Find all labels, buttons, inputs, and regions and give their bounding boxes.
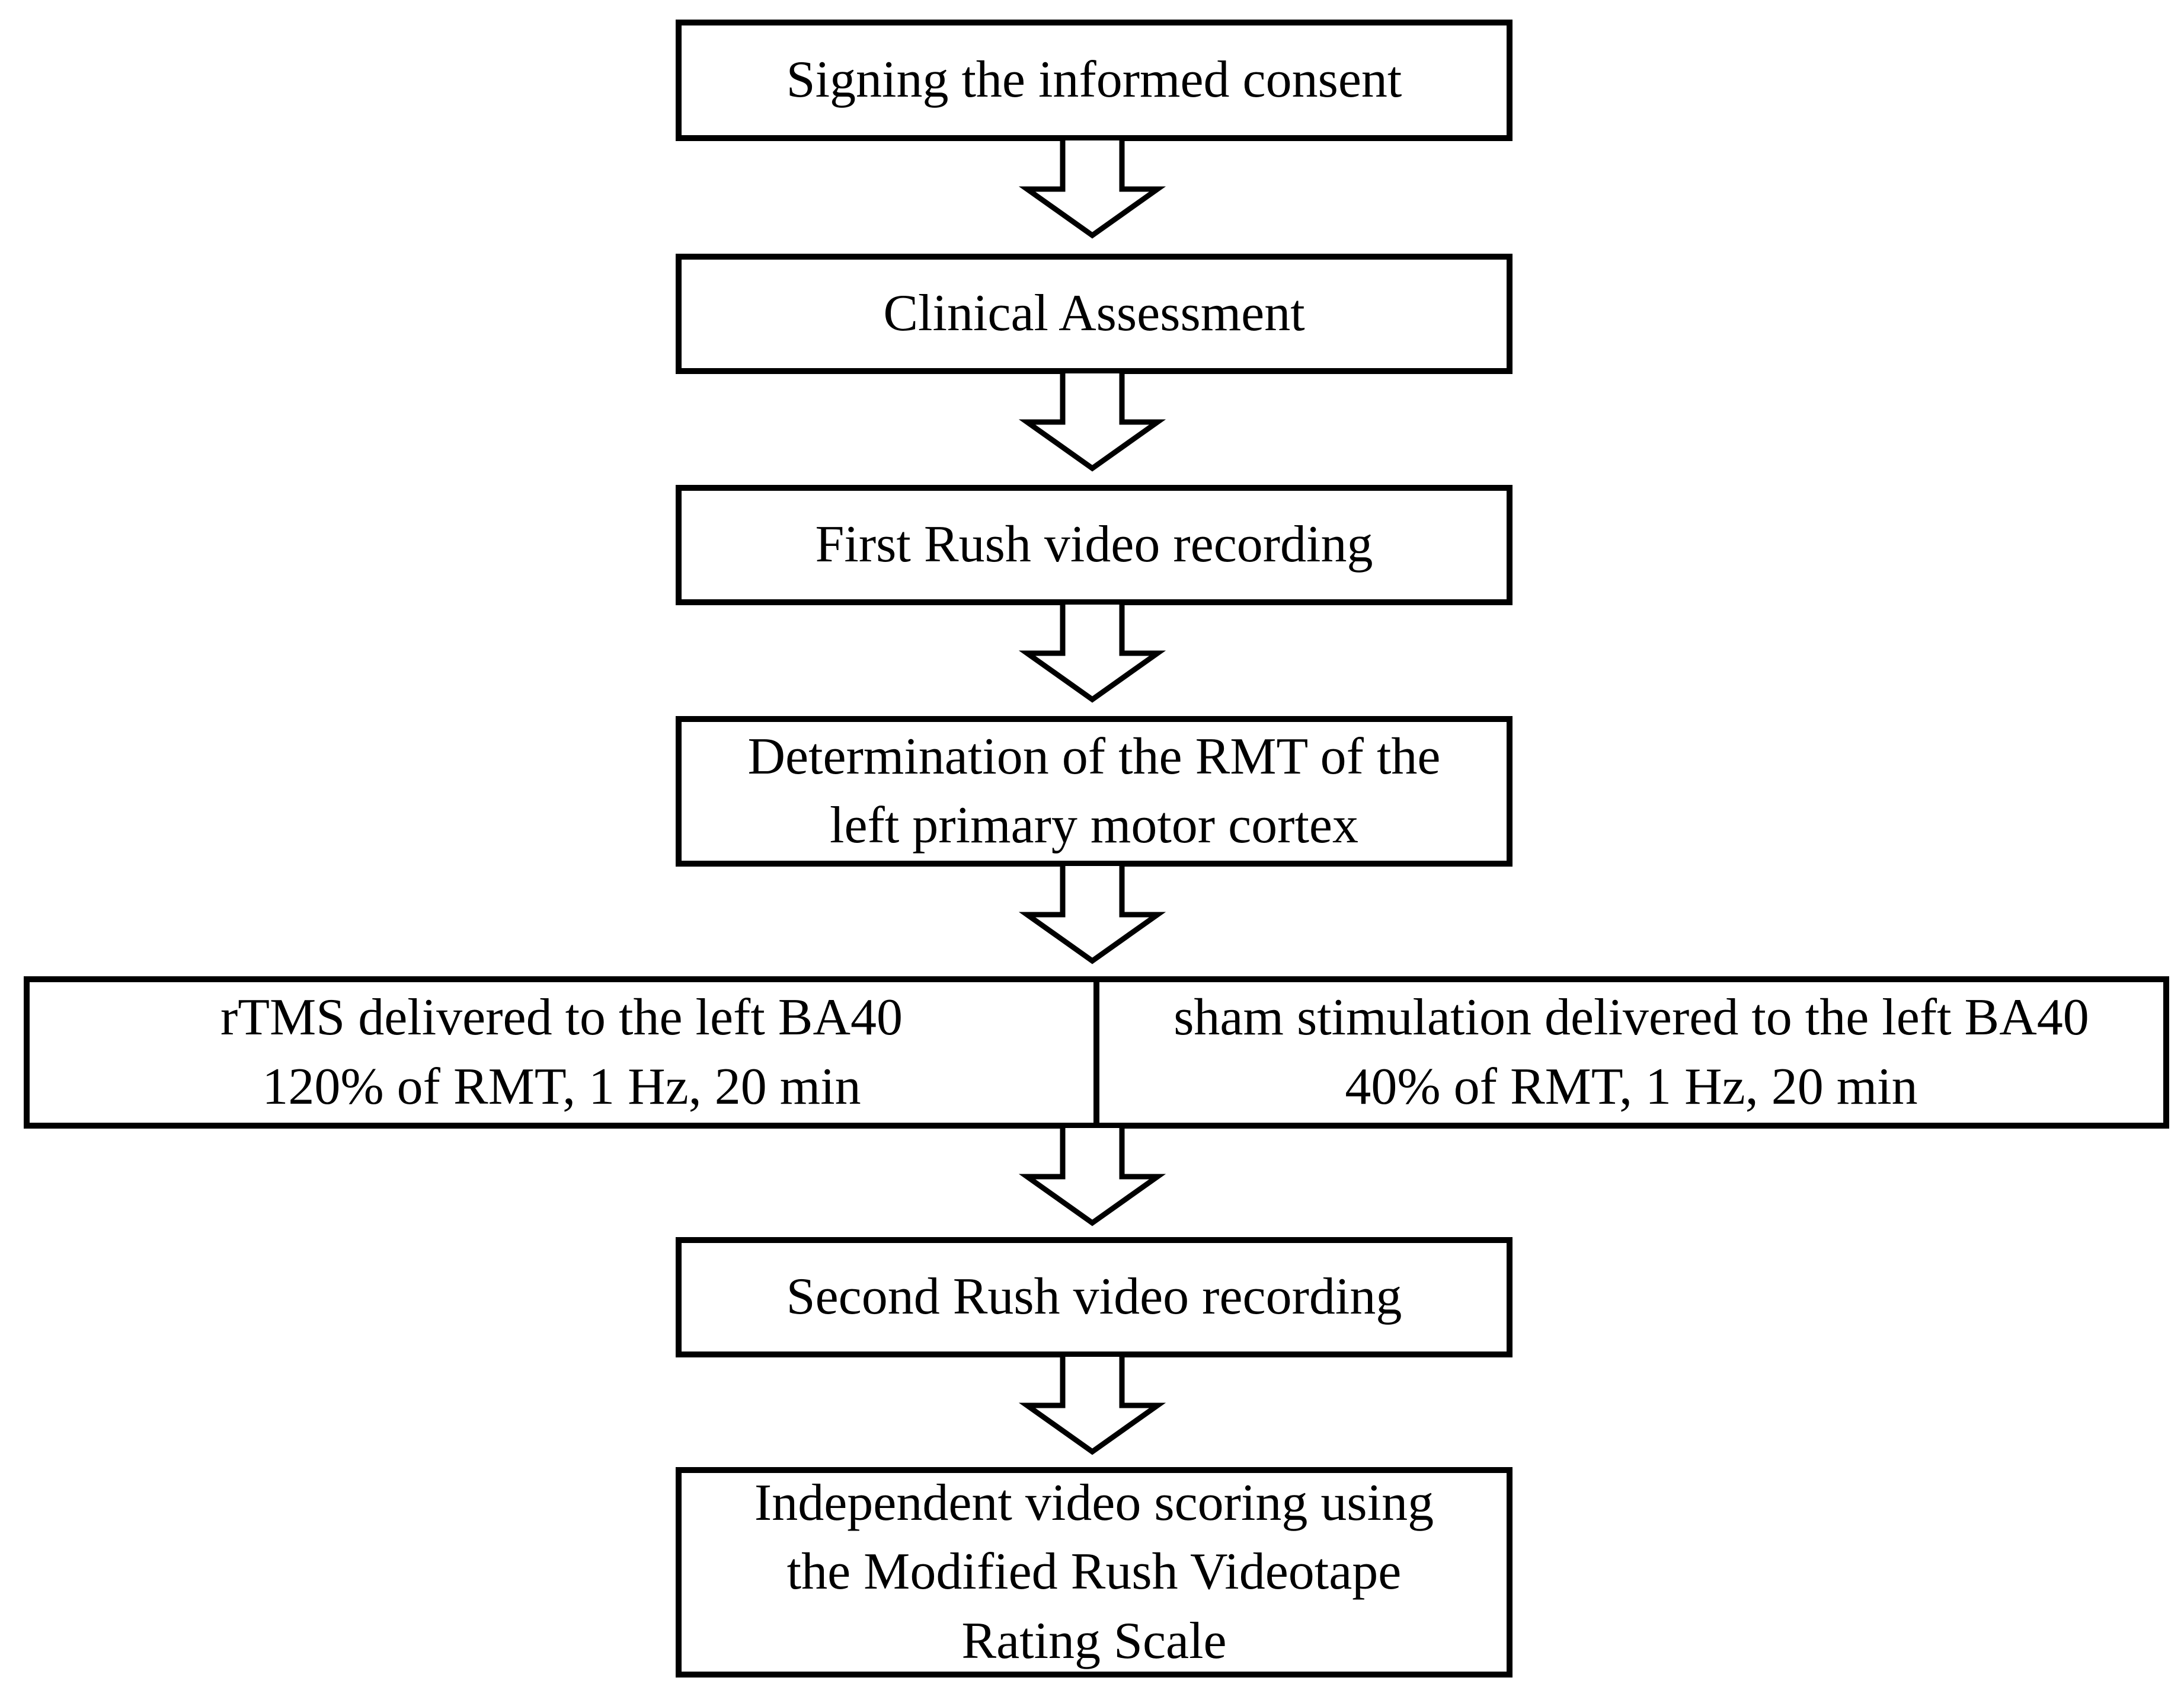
node-rtms-stimulation-line1: rTMS delivered to the left BA40 (220, 989, 903, 1047)
node-sham-stimulation-line1: sham stimulation delivered to the left B… (1173, 989, 2089, 1047)
down-arrow-icon (1018, 605, 1166, 703)
down-arrow-icon (1018, 1357, 1166, 1455)
down-arrow-icon (1018, 1128, 1166, 1226)
node-rmt-determination: Determination of the RMT of the left pri… (676, 716, 1513, 867)
down-arrow-icon (1018, 866, 1166, 964)
node-rmt-determination-line1: Determination of the RMT of the (747, 727, 1441, 785)
down-arrow-shape (1018, 1357, 1166, 1455)
node-independent-scoring-line2: the Modified Rush Videotape (786, 1543, 1402, 1601)
node-second-rush-recording-label: Second Rush video recording (786, 1268, 1402, 1326)
node-independent-scoring: Independent video scoring using the Modi… (676, 1467, 1513, 1678)
node-clinical-assessment: Clinical Assessment (676, 254, 1513, 374)
down-arrow-shape (1018, 866, 1166, 964)
node-signing-consent-label: Signing the informed consent (786, 51, 1402, 109)
node-clinical-assessment-label: Clinical Assessment (883, 285, 1305, 343)
node-independent-scoring-line3: Rating Scale (961, 1612, 1227, 1670)
node-sham-stimulation-line2: 40% of RMT, 1 Hz, 20 min (1345, 1057, 1918, 1116)
down-arrow-shape (1018, 373, 1166, 472)
down-arrow-shape (1018, 605, 1166, 703)
node-rtms-stimulation-line2: 120% of RMT, 1 Hz, 20 min (262, 1057, 861, 1116)
node-first-rush-recording: First Rush video recording (676, 485, 1513, 605)
node-rtms-stimulation: rTMS delivered to the left BA40 120% of … (30, 982, 1099, 1123)
down-arrow-icon (1018, 140, 1166, 239)
node-second-rush-recording: Second Rush video recording (676, 1237, 1513, 1357)
down-arrow-icon (1018, 373, 1166, 472)
node-rmt-determination-line2: left primary motor cortex (830, 797, 1358, 854)
node-stimulation-split: rTMS delivered to the left BA40 120% of … (24, 976, 2169, 1129)
down-arrow-shape (1018, 1128, 1166, 1226)
down-arrow-shape (1018, 140, 1166, 239)
node-first-rush-recording-label: First Rush video recording (815, 516, 1373, 574)
node-independent-scoring-line1: Independent video scoring using (754, 1474, 1434, 1532)
node-sham-stimulation: sham stimulation delivered to the left B… (1099, 982, 2163, 1123)
node-signing-consent: Signing the informed consent (676, 20, 1513, 141)
